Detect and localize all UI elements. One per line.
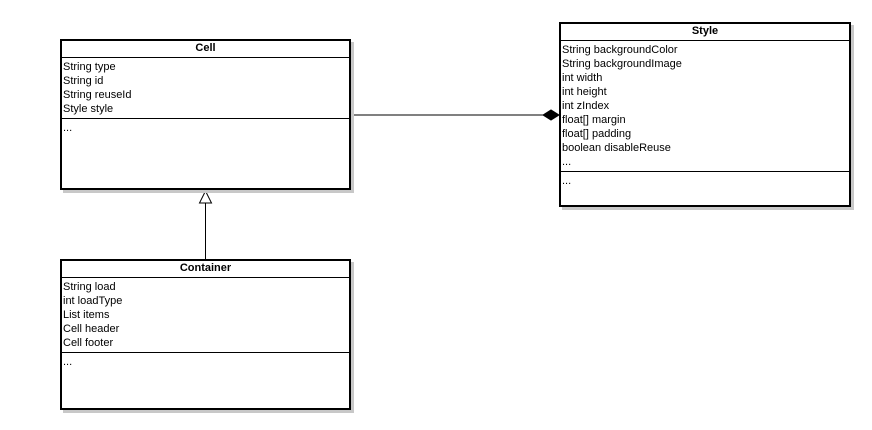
- class-name: Style: [561, 24, 849, 41]
- attribute: int width: [562, 72, 603, 84]
- attribute: String type: [63, 61, 116, 73]
- attribute: int height: [562, 86, 607, 98]
- class-container[interactable]: Container String load int loadType List …: [60, 259, 351, 410]
- attribute: float[] padding: [562, 128, 632, 140]
- attribute: String load: [63, 281, 116, 293]
- operation: ...: [63, 356, 73, 368]
- class-attributes: String backgroundColor String background…: [561, 41, 849, 172]
- class-cell[interactable]: Cell String type String id String reuseI…: [60, 39, 351, 190]
- inheritance-triangle-icon: [198, 189, 213, 204]
- composition-diamond-icon: [542, 109, 560, 121]
- attribute: List items: [63, 309, 110, 321]
- attribute: Style style: [63, 103, 114, 115]
- attribute: String backgroundImage: [562, 58, 682, 70]
- attribute: String reuseId: [63, 89, 132, 101]
- attribute: float[] margin: [562, 114, 626, 126]
- attribute: int loadType: [63, 295, 123, 307]
- operation: ...: [63, 122, 73, 134]
- class-attributes: String load int loadType List items Cell…: [62, 278, 349, 353]
- attribute: String backgroundColor: [562, 44, 678, 56]
- operation: ...: [562, 175, 572, 187]
- attribute: ...: [562, 156, 572, 168]
- class-operations: ...: [62, 119, 349, 135]
- class-style[interactable]: Style String backgroundColor String back…: [559, 22, 851, 207]
- attribute: Cell header: [63, 323, 120, 335]
- attribute: String id: [63, 75, 104, 87]
- class-name: Cell: [62, 41, 349, 58]
- class-operations: ...: [62, 353, 349, 369]
- class-name: Container: [62, 261, 349, 278]
- class-operations: ...: [561, 172, 849, 188]
- attribute: Cell footer: [63, 337, 114, 349]
- class-attributes: String type String id String reuseId Sty…: [62, 58, 349, 119]
- attribute: boolean disableReuse: [562, 142, 671, 154]
- attribute: int zIndex: [562, 100, 610, 112]
